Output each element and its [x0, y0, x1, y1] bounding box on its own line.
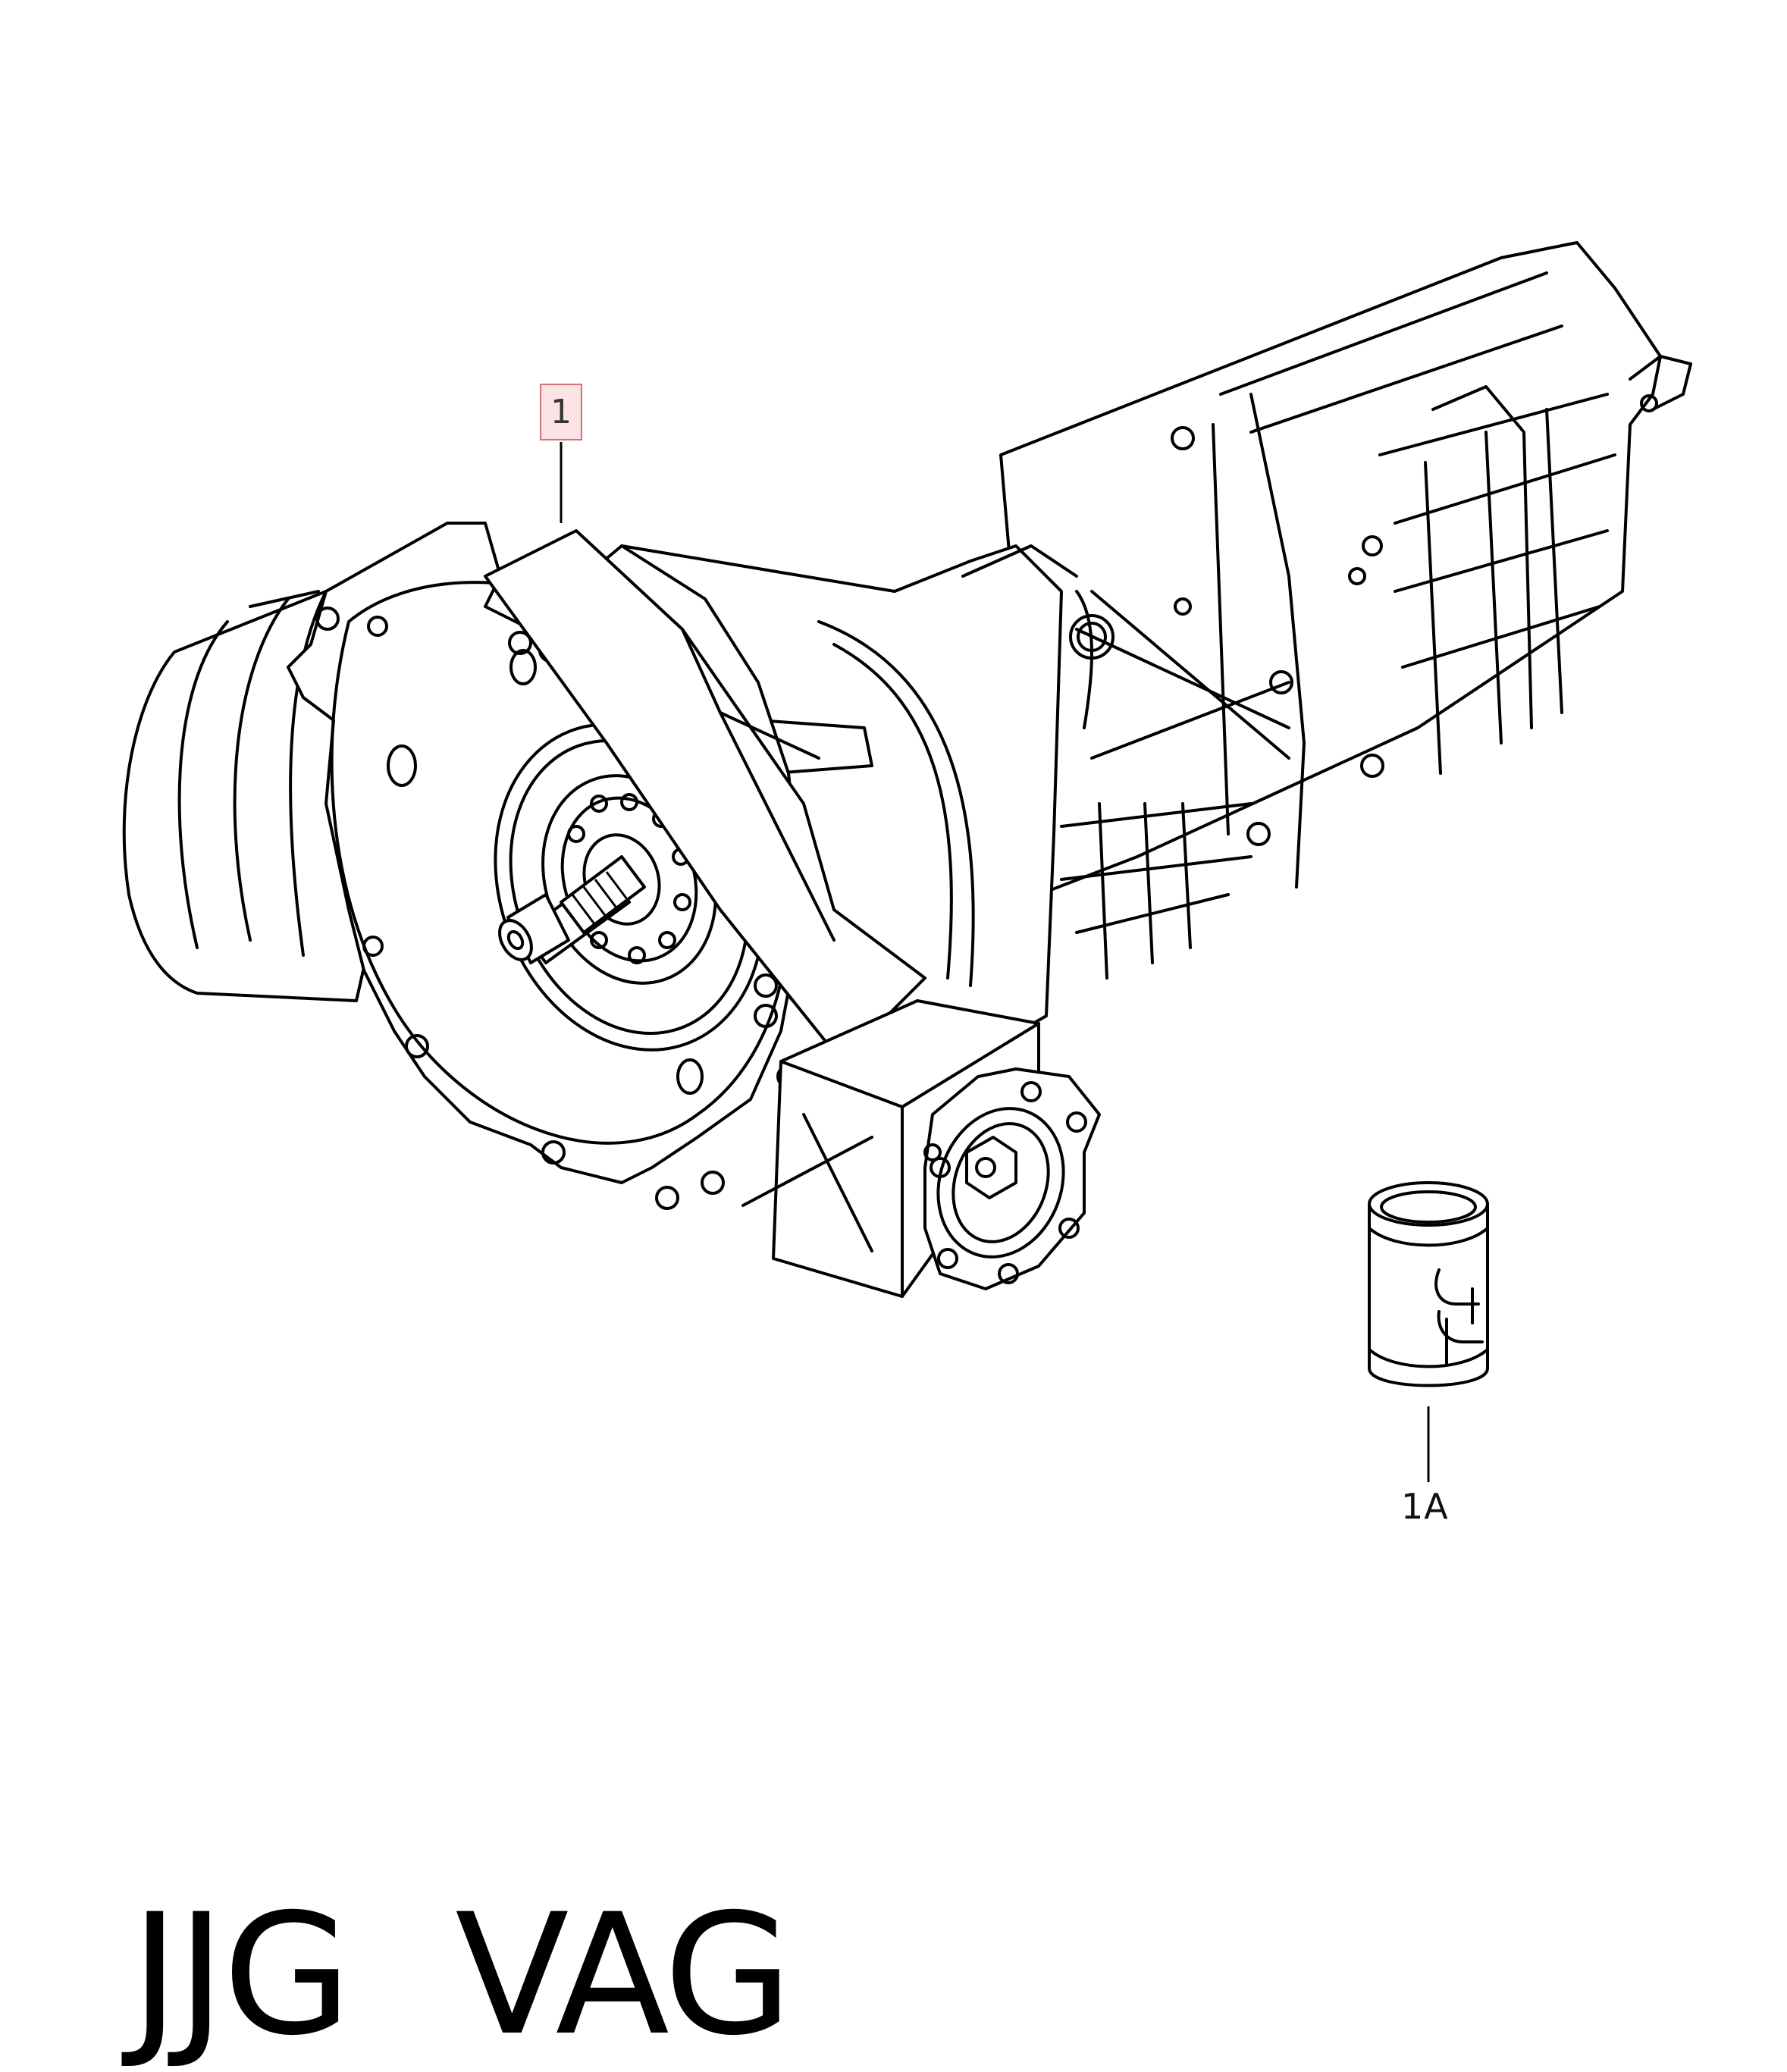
input-shaft — [498, 855, 646, 964]
oil-can-icon[interactable] — [1368, 1181, 1489, 1387]
output-flange-housing — [741, 999, 1101, 1298]
support-brace — [484, 529, 926, 1063]
gearbox-rear-housing — [999, 241, 1692, 980]
callout-label-1a[interactable]: 1A — [1401, 1486, 1449, 1527]
footer-code: JJG — [130, 1878, 352, 2072]
callout-label-1[interactable]: 1 — [540, 384, 582, 440]
transmission-exploded-diagram — [122, 241, 1692, 1482]
footer-brand: VAG — [455, 1878, 793, 2072]
diagram-footer-codes: JJG VAG — [30, 1725, 793, 2072]
